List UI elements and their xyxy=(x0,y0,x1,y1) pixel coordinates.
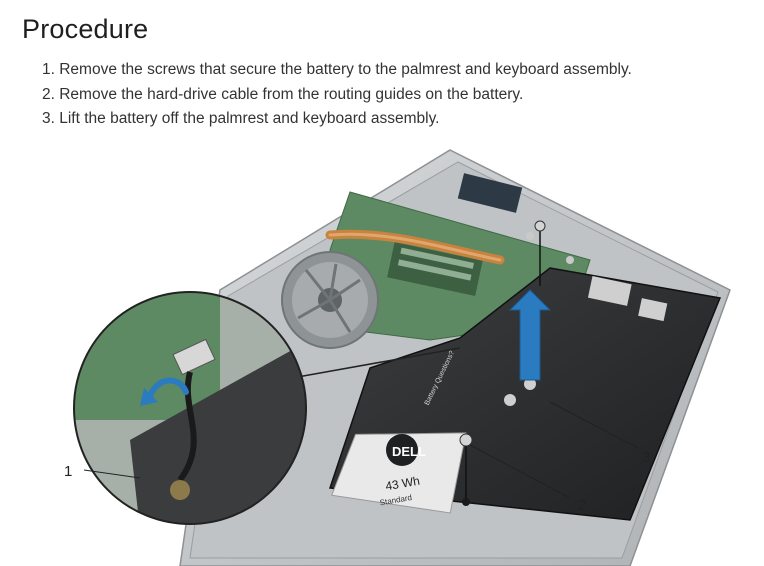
heat-sink xyxy=(325,229,505,265)
page-title: Procedure xyxy=(22,14,149,44)
battery: DELL 43 Wh Standard Battery Questions? xyxy=(328,267,722,521)
battery-capacity: 43 Wh xyxy=(384,474,421,494)
step-item: 2. Remove the hard-drive cable from the … xyxy=(42,85,524,103)
procedure-steps: 1. Remove the screws that secure the bat… xyxy=(42,58,742,132)
battery-brand: DELL xyxy=(392,444,426,459)
callout-2: 2 xyxy=(578,497,586,514)
callout-lines xyxy=(83,401,639,499)
battery-removal-illustration: DELL 43 Wh Standard Battery Questions? xyxy=(64,149,731,566)
step-item: 1. Remove the screws that secure the bat… xyxy=(42,61,632,78)
screw-bottom xyxy=(459,433,473,506)
fan xyxy=(281,251,379,349)
zoom-inset xyxy=(73,291,461,525)
callout-1: 1 xyxy=(64,463,72,480)
screw-top xyxy=(534,220,546,286)
callout-3: 3 xyxy=(642,449,650,466)
step-item: 3. Lift the battery off the palmrest and… xyxy=(42,110,440,127)
lift-arrow xyxy=(508,289,552,381)
